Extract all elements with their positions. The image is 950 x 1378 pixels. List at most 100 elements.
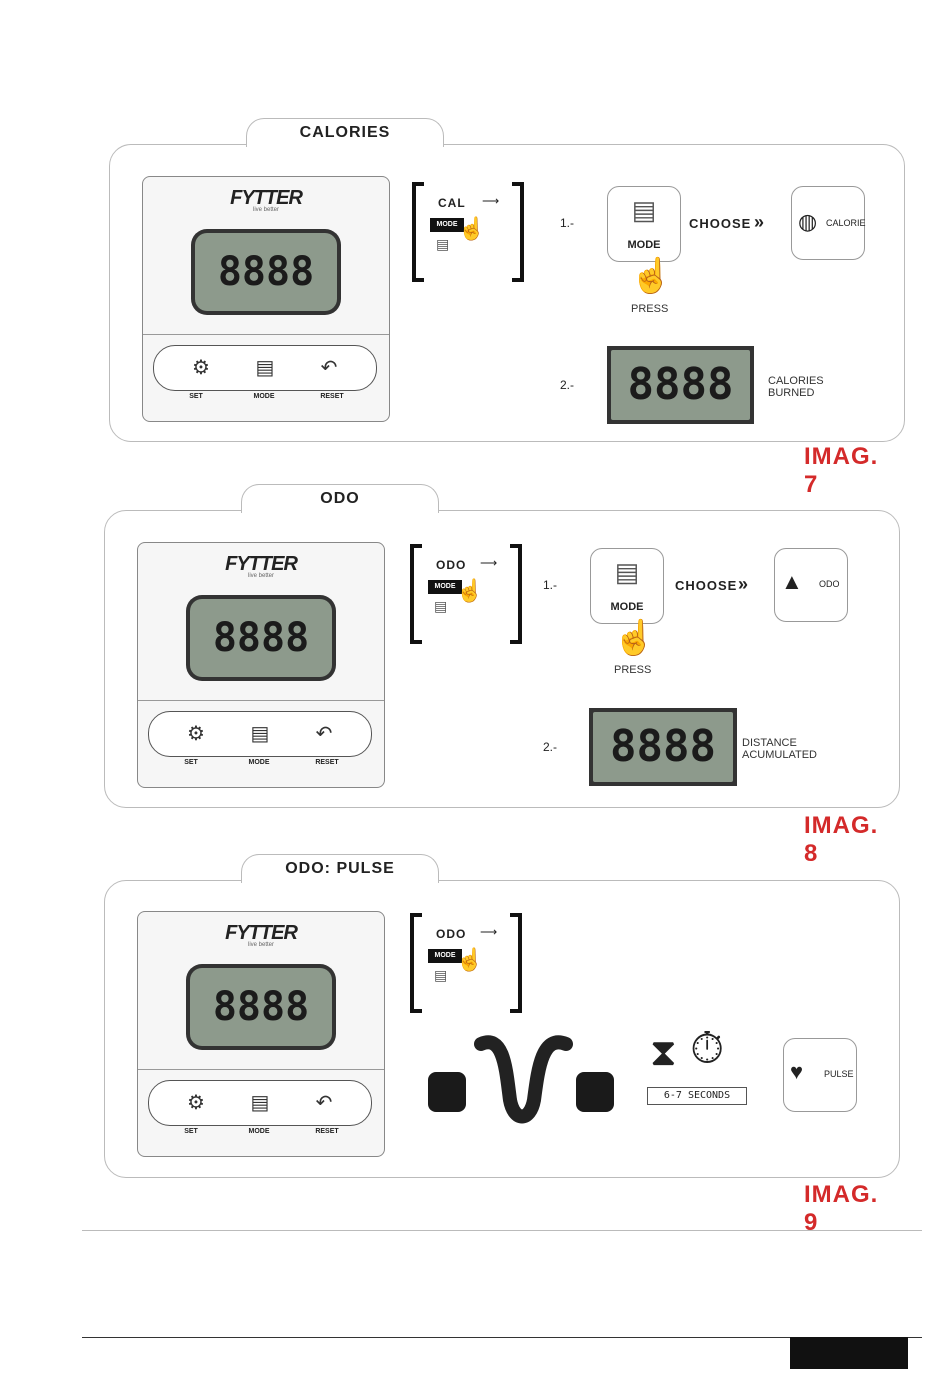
console-lcd: 8888 [186,964,336,1050]
reset-label: RESET [315,759,339,766]
result-lcd: 8888 [589,708,737,786]
console-button-bar: ⚙ ▤ ↶ [148,711,372,757]
legend-label: ODO [436,927,467,941]
result-label: PULSE [824,1069,854,1079]
double-chevron-icon: » [754,212,766,232]
pulse-result-box: ♥ PULSE [783,1038,857,1112]
press-label: PRESS [614,664,652,676]
brand-tagline: live better [247,942,274,948]
set-label: SET [189,393,203,400]
gear-icon: ⚙ [192,357,210,379]
reset-arrow-icon: ↶ [320,357,338,379]
gear-icon: ⚙ [187,1092,205,1114]
mode-button-label: MODE [610,601,644,613]
console-lcd: 8888 [191,229,341,315]
calorie-result-box: ◍ CALORIE [791,186,866,260]
console-divider [138,700,384,701]
step-2-label: 2.- [560,378,575,392]
lcd-caption: CALORIES BURNED [768,375,824,399]
console-divider [138,1069,384,1070]
lcd-digits: 8888 [217,249,315,295]
footer-bottom-divider [82,1337,922,1338]
step-1-label: 1.- [560,216,575,230]
docs-icon: ▤ [436,236,450,252]
arrow-right-icon: ⟶ [482,194,500,208]
pointing-hand-icon: ☝ [456,578,484,603]
mode-docs-icon: ▤ [250,723,270,745]
hourglass-icon: ⧗ [650,1032,677,1074]
pointing-hand-icon: ☝ [630,257,673,295]
gear-icon: ⚙ [187,723,205,745]
arrow-right-icon: ⟶ [480,556,498,570]
brand-logo: FYTTER [225,922,298,944]
road-icon: ▲ [781,569,803,594]
brand-logo: FYTTER [225,553,298,575]
brand-tagline: live better [252,207,279,213]
stopwatch-icon: ⏱ [690,1024,725,1073]
legend-mode-box: MODE [428,580,462,594]
brand-logo: FYTTER [230,187,303,209]
mode-docs-icon: ▤ [250,1092,270,1114]
choose-label: CHOOSE [689,216,752,231]
lcd-digits: 8888 [212,615,310,661]
pointing-hand-icon: ☝ [456,947,484,972]
console-lcd: 8888 [186,595,336,681]
figure-label: IMAG. 8 [804,812,879,867]
panel-title: ODO: PULSE [241,854,439,883]
console-button-bar: ⚙ ▤ ↶ [148,1080,372,1126]
panel-title: ODO [241,484,439,513]
arrow-right-icon: ⟶ [480,925,498,939]
handlebar-grip-illustration [428,1035,614,1124]
mode-label: MODE [253,393,275,400]
mode-legend: ODO ⟶ MODE ☝ ▤ [410,544,522,644]
mode-button-label: MODE [627,239,661,251]
heart-pulse-icon: ♥ [790,1059,804,1084]
brand-tagline: live better [247,573,274,579]
mode-label: MODE [248,1128,270,1135]
console-illustration: FYTTER live better 8888 ⚙ ▤ ↶ SET MODE R… [137,911,385,1157]
left-hand-icon [428,1072,466,1112]
lcd-caption: DISTANCE ACUMULATED [742,737,817,761]
set-label: SET [184,1128,198,1135]
legend-mode-box: MODE [430,218,464,232]
page-number-block [790,1337,908,1369]
console-illustration: FYTTER live better 8888 ⚙ ▤ ↶ SET MODE R… [142,176,390,422]
reset-arrow-icon: ↶ [315,723,333,745]
mode-button-graphic: ▤ MODE [590,548,664,624]
docs-icon: ▤ [434,967,448,983]
timer-caption-box: 6-7 SECONDS [647,1087,747,1105]
pointing-hand-icon: ☝ [458,216,486,241]
set-label: SET [184,759,198,766]
mode-docs-icon: ▤ [255,357,275,379]
result-label: CALORIE [826,218,866,228]
footer-divider [82,1230,922,1231]
mode-button-graphic: ▤ MODE [607,186,681,262]
mode-label: MODE [248,759,270,766]
figure-label: IMAG. 9 [804,1181,879,1236]
timer-caption: 6-7 SECONDS [663,1090,731,1101]
lcd-digits: 8888 [212,984,310,1030]
step-2-label: 2.- [543,740,558,754]
console-button-bar: ⚙ ▤ ↶ [153,345,377,391]
choose-label: CHOOSE [675,578,738,593]
pointing-hand-icon: ☝ [613,619,656,657]
docs-icon: ▤ [434,598,448,614]
legend-mode-box: MODE [428,949,462,963]
docs-icon: ▤ [614,557,640,587]
console-illustration: FYTTER live better 8888 ⚙ ▤ ↶ SET MODE R… [137,542,385,788]
console-divider [143,334,389,335]
figure-label: IMAG. 7 [804,443,879,498]
panel-title: CALORIES [246,118,444,147]
docs-icon: ▤ [631,195,657,225]
mode-legend: ODO ⟶ MODE ☝ ▤ [410,913,522,1013]
result-lcd: 8888 [607,346,754,424]
double-chevron-icon: » [738,574,750,594]
odo-result-box: ▲ ODO [774,548,848,622]
result-label: ODO [819,579,840,589]
legend-label: CAL [438,196,466,210]
lcd-digits: 8888 [610,721,716,772]
burger-icon: ◍ [798,209,818,234]
right-hand-icon [576,1072,614,1112]
press-label: PRESS [631,303,669,315]
legend-label: ODO [436,558,467,572]
